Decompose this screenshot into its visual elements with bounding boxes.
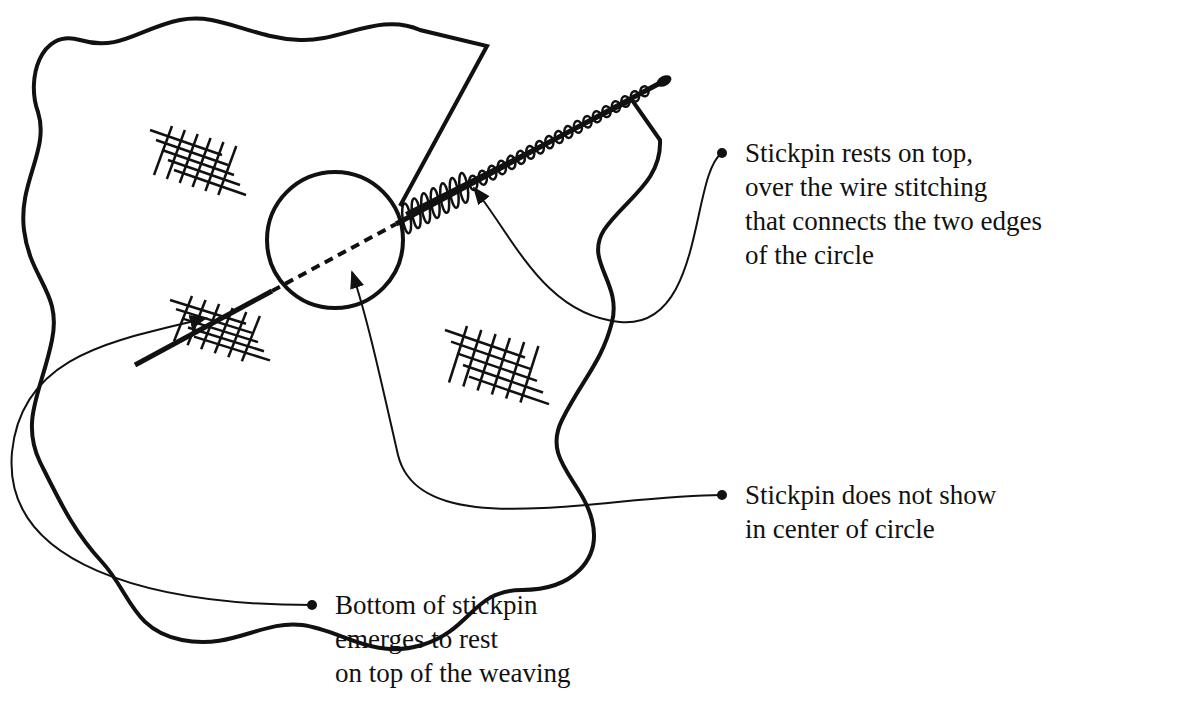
callout-text: Stickpin does not show in center of circ… xyxy=(745,478,996,546)
hatch-stroke xyxy=(449,326,467,383)
hatch-stroke xyxy=(205,142,223,191)
callout-line: in center of circle xyxy=(745,512,996,546)
callout-line: emerges to rest xyxy=(335,622,570,656)
weaving-outline xyxy=(23,18,660,649)
stickpin-hidden xyxy=(272,224,396,291)
hatch-stroke xyxy=(154,126,172,175)
leader-line xyxy=(352,272,722,509)
hatch-stroke xyxy=(167,130,185,179)
center-circle xyxy=(267,172,403,308)
callout-line: Stickpin does not show xyxy=(745,478,996,512)
stickpin-top xyxy=(396,82,662,224)
stickpin-bottom xyxy=(135,291,272,365)
leader-dot xyxy=(307,600,317,610)
hatch-stroke xyxy=(193,138,211,187)
callout-line: on top of the weaving xyxy=(335,656,570,690)
stickpin-head xyxy=(655,73,674,89)
hatch-stroke xyxy=(218,146,236,195)
leader-dot xyxy=(717,490,727,500)
hatch-stroke xyxy=(180,134,198,183)
callout-line: that connects the two edges xyxy=(745,204,1042,238)
hatch-stroke xyxy=(228,312,246,357)
callout-text: Stickpin rests on top, over the wire sti… xyxy=(745,136,1042,272)
callout-line: Bottom of stickpin xyxy=(335,588,570,622)
hatch-stroke xyxy=(520,346,538,403)
hatch-stroke xyxy=(242,316,260,361)
callout-line: Stickpin rests on top, xyxy=(745,136,1042,170)
hatch-stroke xyxy=(478,334,496,391)
callout-line: over the wire stitching xyxy=(745,170,1042,204)
leader-line xyxy=(474,153,722,322)
callout-line: of the circle xyxy=(745,238,1042,272)
hatch-stroke xyxy=(463,330,481,387)
leader-dot xyxy=(717,148,727,158)
hatch-stroke xyxy=(492,338,510,395)
hatch-stroke xyxy=(506,342,524,399)
callout-text: Bottom of stickpin emerges to rest on to… xyxy=(335,588,570,690)
weaving-texture xyxy=(150,126,549,404)
leader-line xyxy=(12,318,312,605)
hatch-stroke xyxy=(174,170,246,195)
